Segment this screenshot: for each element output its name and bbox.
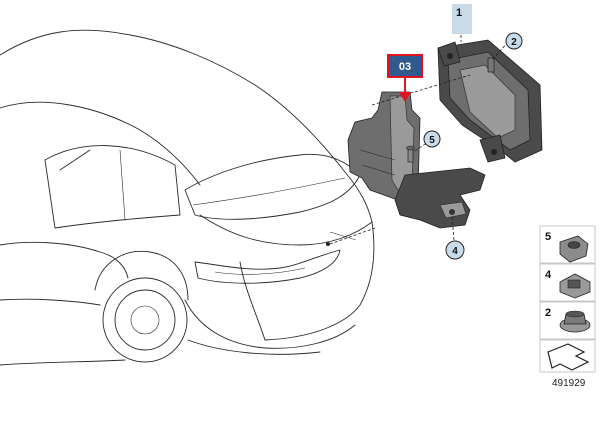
leader-line-5 <box>412 140 431 153</box>
callout-part-5-label: 5 <box>429 135 435 146</box>
bracket-part <box>347 91 486 229</box>
callout-part-2-label: 2 <box>511 37 517 48</box>
leader-line-4 <box>451 215 455 241</box>
legend-number-2: 2 <box>545 307 551 319</box>
legend-panel: 5 4 2 <box>539 225 596 373</box>
clip-nut-icon <box>559 273 591 299</box>
callout-part-2[interactable]: 2 <box>505 32 523 50</box>
highlight-arrow-icon <box>399 92 411 102</box>
bracket-screw <box>406 145 415 163</box>
flange-nut-icon <box>559 235 589 263</box>
leader-line-mount <box>371 74 471 106</box>
diagram-number: 491929 <box>552 378 586 389</box>
washer-nut-icon <box>559 310 591 333</box>
callout-part-4[interactable]: 4 <box>445 240 465 260</box>
car-outline <box>0 29 376 366</box>
callout-part-1[interactable]: 1 <box>452 4 472 34</box>
control-unit-part <box>437 39 543 163</box>
callout-part-4-label: 4 <box>452 246 458 257</box>
highlight-label: 03 <box>399 61 411 73</box>
highlight-callout-03[interactable]: 03 <box>387 54 423 102</box>
leader-line-2 <box>491 41 509 61</box>
callout-part-1-label: 1 <box>456 7 462 19</box>
callout-part-5[interactable]: 5 <box>423 130 441 148</box>
legend-number-5: 5 <box>545 231 551 243</box>
legend-number-4: 4 <box>545 269 552 281</box>
direction-arrow-icon <box>547 343 590 371</box>
